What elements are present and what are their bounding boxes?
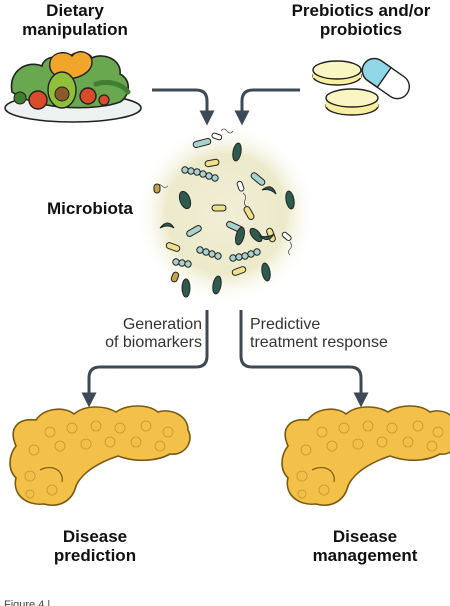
label-dietary-manipulation: Dietary manipulation xyxy=(0,1,150,39)
arrow-microbiota-to-prediction xyxy=(81,310,209,408)
arrow-probiotics-to-microbiota xyxy=(234,88,300,126)
label-line: management xyxy=(312,545,418,565)
label-disease-management: Disease management xyxy=(285,527,445,565)
label-line: prediction xyxy=(53,545,137,565)
label-generation-of-biomarkers: Generation of biomarkers xyxy=(80,316,202,351)
label-microbiota: Microbiota xyxy=(47,199,133,218)
label-line: manipulation xyxy=(22,19,128,39)
microbiota-halo xyxy=(134,122,318,306)
pancreas-right-icon xyxy=(281,405,450,506)
label-line: Prebiotics and/or xyxy=(291,1,431,20)
food-plate-icon xyxy=(4,51,142,123)
label-disease-prediction: Disease prediction xyxy=(20,527,170,565)
pills-icon xyxy=(312,57,410,116)
label-line: Generation xyxy=(122,316,202,333)
figure-caption: Figure 4 | ... xyxy=(4,599,63,606)
label-line: Disease xyxy=(332,527,398,546)
label-predictive-treatment-response: Predictive treatment response xyxy=(250,316,440,351)
arrow-microbiota-to-management xyxy=(239,310,369,408)
label-line: treatment response xyxy=(250,333,388,351)
arrow-diet-to-microbiota xyxy=(152,88,215,126)
pancreas-left-icon xyxy=(9,405,191,506)
label-prebiotics-probiotics: Prebiotics and/or probiotics xyxy=(275,1,447,39)
label-line: probiotics xyxy=(319,19,403,39)
label-line: of biomarkers xyxy=(105,333,202,351)
label-line: Dietary xyxy=(46,1,104,20)
microbes-cluster xyxy=(153,128,295,298)
label-line: Predictive xyxy=(250,316,321,333)
label-line: Disease xyxy=(62,527,128,546)
